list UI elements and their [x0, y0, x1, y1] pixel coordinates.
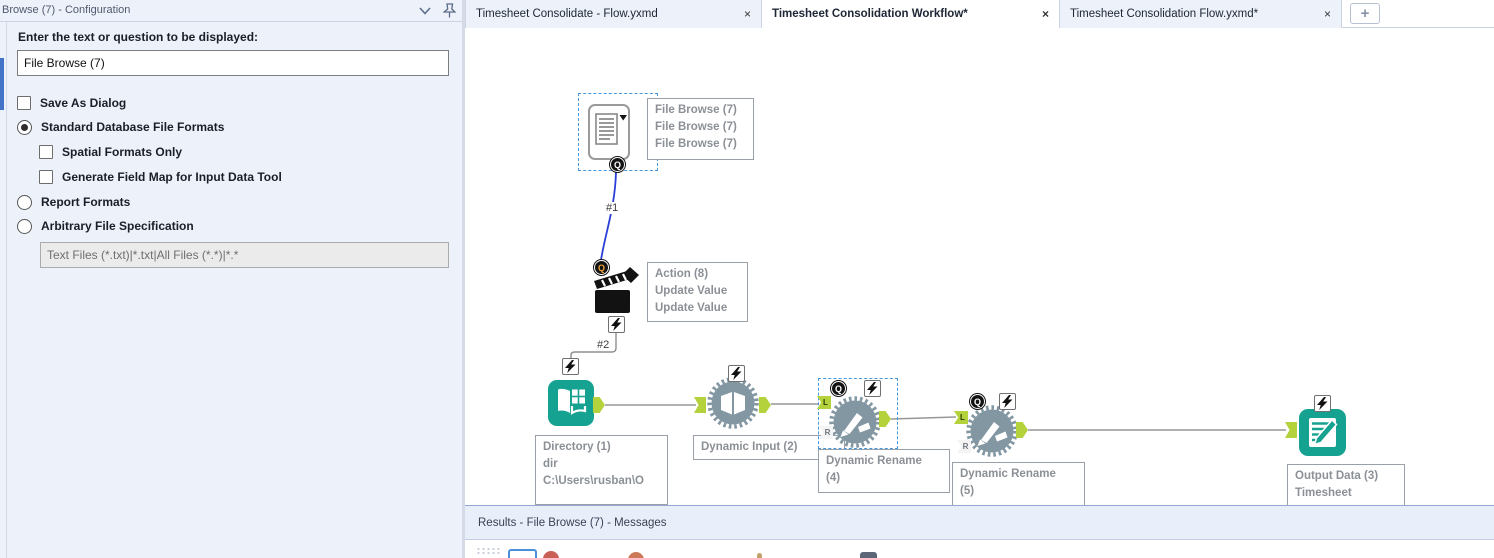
option-arbitrary-file-spec: Arbitrary File Specification: [17, 217, 194, 235]
tab-close-icon[interactable]: ×: [1041, 7, 1049, 21]
annotation-dynamic-rename-5: Dynamic Rename (5): [952, 462, 1085, 505]
tab-close-icon[interactable]: ×: [743, 7, 751, 21]
lightning-icon: [1002, 395, 1013, 408]
directory-tool[interactable]: [548, 380, 594, 431]
results-panel-header[interactable]: Results - File Browse (7) - Messages: [465, 505, 1494, 540]
configuration-title: Browse (7) - Configuration: [2, 4, 131, 16]
tab-timesheet-consolidation-flow[interactable]: Timesheet Consolidation Flow.yxmd* ×: [1060, 0, 1342, 28]
action-q-anchor[interactable]: Q: [594, 260, 609, 275]
dynamic-input-input-anchor[interactable]: [694, 397, 706, 413]
dynamic-rename-4-r-anchor[interactable]: R: [819, 426, 833, 439]
save-as-dialog-checkbox[interactable]: [17, 96, 31, 110]
output-data-bolt-anchor[interactable]: [1314, 395, 1331, 412]
pin-icon[interactable]: [440, 3, 458, 19]
standard-db-formats-radio[interactable]: [17, 119, 32, 135]
lightning-icon: [565, 360, 576, 373]
annotation-file-browse: File Browse (7) File Browse (7) File Bro…: [647, 98, 754, 160]
workflow-area: Timesheet Consolidate - Flow.yxmd × Time…: [465, 0, 1494, 558]
chevron-down-icon[interactable]: [416, 3, 434, 19]
panel-divider[interactable]: [462, 0, 465, 558]
dynamic-rename-gear-icon: [829, 396, 881, 448]
dynamic-rename-5-r-anchor[interactable]: R: [957, 440, 971, 453]
option-spatial-formats-only: Spatial Formats Only: [39, 143, 182, 161]
file-browse-q-anchor[interactable]: Q: [610, 157, 625, 172]
document-tabbar: Timesheet Consolidate - Flow.yxmd × Time…: [465, 0, 1494, 29]
panel-accent-strip: [0, 58, 4, 110]
option-standard-db-formats: Standard Database File Formats: [17, 118, 224, 136]
dynamic-rename-5-tool[interactable]: [964, 403, 1020, 464]
directory-bolt-anchor[interactable]: [562, 358, 579, 375]
dynamic-rename-5-l-anchor[interactable]: L: [954, 411, 968, 424]
lightning-icon: [867, 382, 878, 395]
file-browse-tool[interactable]: [588, 104, 630, 165]
dynamic-rename-5-output-anchor[interactable]: [1016, 422, 1028, 438]
dynamic-rename-4-selection: [818, 378, 898, 449]
output-data-input-anchor[interactable]: [1285, 422, 1297, 438]
new-tab-button[interactable]: +: [1350, 3, 1380, 24]
tab-timesheet-consolidation-workflow[interactable]: Timesheet Consolidation Workflow* ×: [762, 0, 1060, 29]
wire-selected-1: [600, 171, 617, 261]
arbitrary-file-spec-radio[interactable]: [17, 218, 32, 234]
action-tool[interactable]: [590, 264, 642, 323]
question-input[interactable]: [17, 50, 449, 76]
output-data-tool[interactable]: [1299, 409, 1346, 461]
lightning-icon: [611, 318, 622, 331]
directory-icon: [548, 380, 594, 426]
option-generate-field-map: Generate Field Map for Input Data Tool: [39, 168, 282, 186]
results-panel-title: Results - File Browse (7) - Messages: [478, 516, 667, 529]
results-toggle-button[interactable]: [508, 549, 537, 558]
dynamic-rename-4-tool[interactable]: [827, 394, 883, 455]
option-save-as-dialog: Save As Dialog: [17, 94, 126, 112]
dynamic-rename-4-l-anchor[interactable]: L: [817, 396, 831, 409]
wire-rename4-rename5: [890, 416, 957, 420]
generate-field-map-checkbox[interactable]: [39, 170, 53, 184]
workflow-canvas[interactable]: Dynamic Input (2) Q File Browse: [465, 28, 1494, 505]
wire-label-1: #1: [605, 202, 620, 214]
file-spec-input: [40, 242, 449, 268]
annotation-output-data: Output Data (3) Timesheet: [1287, 464, 1405, 505]
configuration-titlebar: Browse (7) - Configuration: [0, 0, 462, 22]
action-bolt-anchor[interactable]: [608, 316, 625, 333]
action-clapperboard-icon: [594, 267, 639, 313]
option-report-formats: Report Formats: [17, 193, 130, 211]
annotation-dynamic-rename-4: Dynamic Rename (4): [818, 449, 950, 493]
question-label: Enter the text or question to be display…: [18, 30, 259, 44]
tab-timesheet-consolidate-flow[interactable]: Timesheet Consolidate - Flow.yxmd ×: [465, 0, 762, 28]
tab-close-icon[interactable]: ×: [1323, 7, 1331, 21]
dynamic-input-output-anchor[interactable]: [759, 397, 771, 413]
annotation-directory: Directory (1) dir C:\Users\rusban\O: [535, 435, 668, 505]
output-data-icon: [1299, 409, 1346, 456]
dynamic-input-gear-icon: [707, 377, 759, 429]
error-filter-icon[interactable]: [543, 551, 559, 558]
dynamic-rename-4-q-anchor[interactable]: Q: [831, 381, 846, 396]
panel-inner-border: [6, 22, 7, 558]
lightning-icon: [731, 367, 742, 380]
file-filter-icon[interactable]: [757, 553, 762, 558]
wire-label-2: #2: [596, 339, 611, 351]
dynamic-input-tool[interactable]: [705, 375, 761, 436]
directory-output-anchor[interactable]: [593, 397, 605, 413]
lightning-icon: [1317, 397, 1328, 410]
dynamic-input-bolt-anchor[interactable]: [728, 365, 745, 382]
dynamic-rename-4-output-anchor[interactable]: [879, 411, 891, 427]
warning-filter-icon[interactable]: [628, 552, 644, 558]
configuration-panel: Browse (7) - Configuration Enter the tex…: [0, 0, 462, 558]
annotation-action: Action (8) Update Value Update Value: [647, 262, 748, 322]
spatial-formats-only-checkbox[interactable]: [39, 145, 53, 159]
dynamic-rename-5-q-anchor[interactable]: Q: [970, 394, 985, 409]
dynamic-rename-gear-icon: [966, 405, 1018, 457]
panel-grip-handle[interactable]: [476, 547, 501, 556]
file-browse-icon: [588, 104, 630, 160]
dynamic-rename-4-bolt-anchor[interactable]: [864, 380, 881, 397]
results-toolbar: [465, 540, 1494, 558]
document-filter-icon[interactable]: [860, 552, 877, 558]
dynamic-rename-5-bolt-anchor[interactable]: [999, 393, 1016, 410]
report-formats-radio[interactable]: [17, 194, 32, 210]
